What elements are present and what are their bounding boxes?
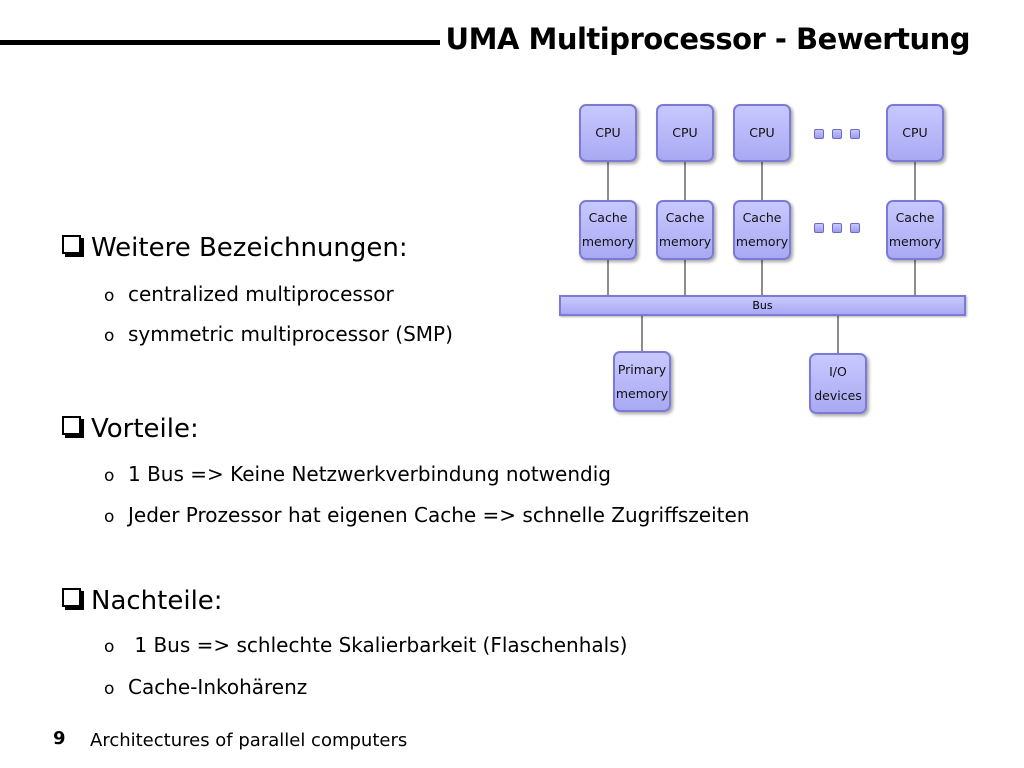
wire-cache-bus-3 [761, 258, 763, 296]
section-heading-bezeichnungen: Weitere Bezeichnungen: [62, 233, 408, 263]
checkbox-bullet-icon [62, 235, 81, 254]
circle-bullet-icon: o [104, 466, 115, 486]
wire-bus-io [837, 314, 839, 353]
cpu-box-1: CPU [579, 104, 637, 162]
checkbox-bullet-icon [62, 416, 81, 435]
wire-cpu-cache-2 [684, 160, 686, 200]
slide-title: UMA Multiprocessor - Bewertung [445, 22, 971, 56]
wire-cache-bus-4 [914, 258, 916, 296]
ellipsis-dot [814, 223, 824, 233]
section-heading-vorteile: Vorteile: [62, 414, 199, 444]
circle-bullet-icon: o [104, 326, 115, 346]
list-item: o 1 Bus => schlechte Skalierbarkeit (Fla… [104, 633, 628, 657]
ellipsis-dot [832, 223, 842, 233]
circle-bullet-icon: o [104, 286, 115, 306]
section-heading-nachteile: Nachteile: [62, 586, 223, 616]
system-bus: Bus [559, 295, 966, 316]
page-number: 9 [53, 728, 66, 749]
wire-cache-bus-2 [684, 258, 686, 296]
wire-cpu-cache-3 [761, 160, 763, 200]
wire-cache-bus-1 [607, 258, 609, 296]
circle-bullet-icon: o [104, 507, 115, 527]
title-rule [0, 40, 440, 45]
circle-bullet-icon: o [104, 679, 115, 699]
cpu-box-2: CPU [656, 104, 714, 162]
ellipsis-dot [814, 129, 824, 139]
footer-text: Architectures of parallel computers [90, 730, 408, 751]
circle-bullet-icon: o [104, 637, 115, 657]
ellipsis-dot [832, 129, 842, 139]
ellipsis-dot [850, 129, 860, 139]
checkbox-bullet-icon [62, 588, 81, 607]
cpu-box-4: CPU [886, 104, 944, 162]
ellipsis-dot [850, 223, 860, 233]
wire-bus-primary [641, 314, 643, 351]
wire-cpu-cache-1 [607, 160, 609, 200]
wire-cpu-cache-4 [914, 160, 916, 200]
cpu-box-3: CPU [733, 104, 791, 162]
